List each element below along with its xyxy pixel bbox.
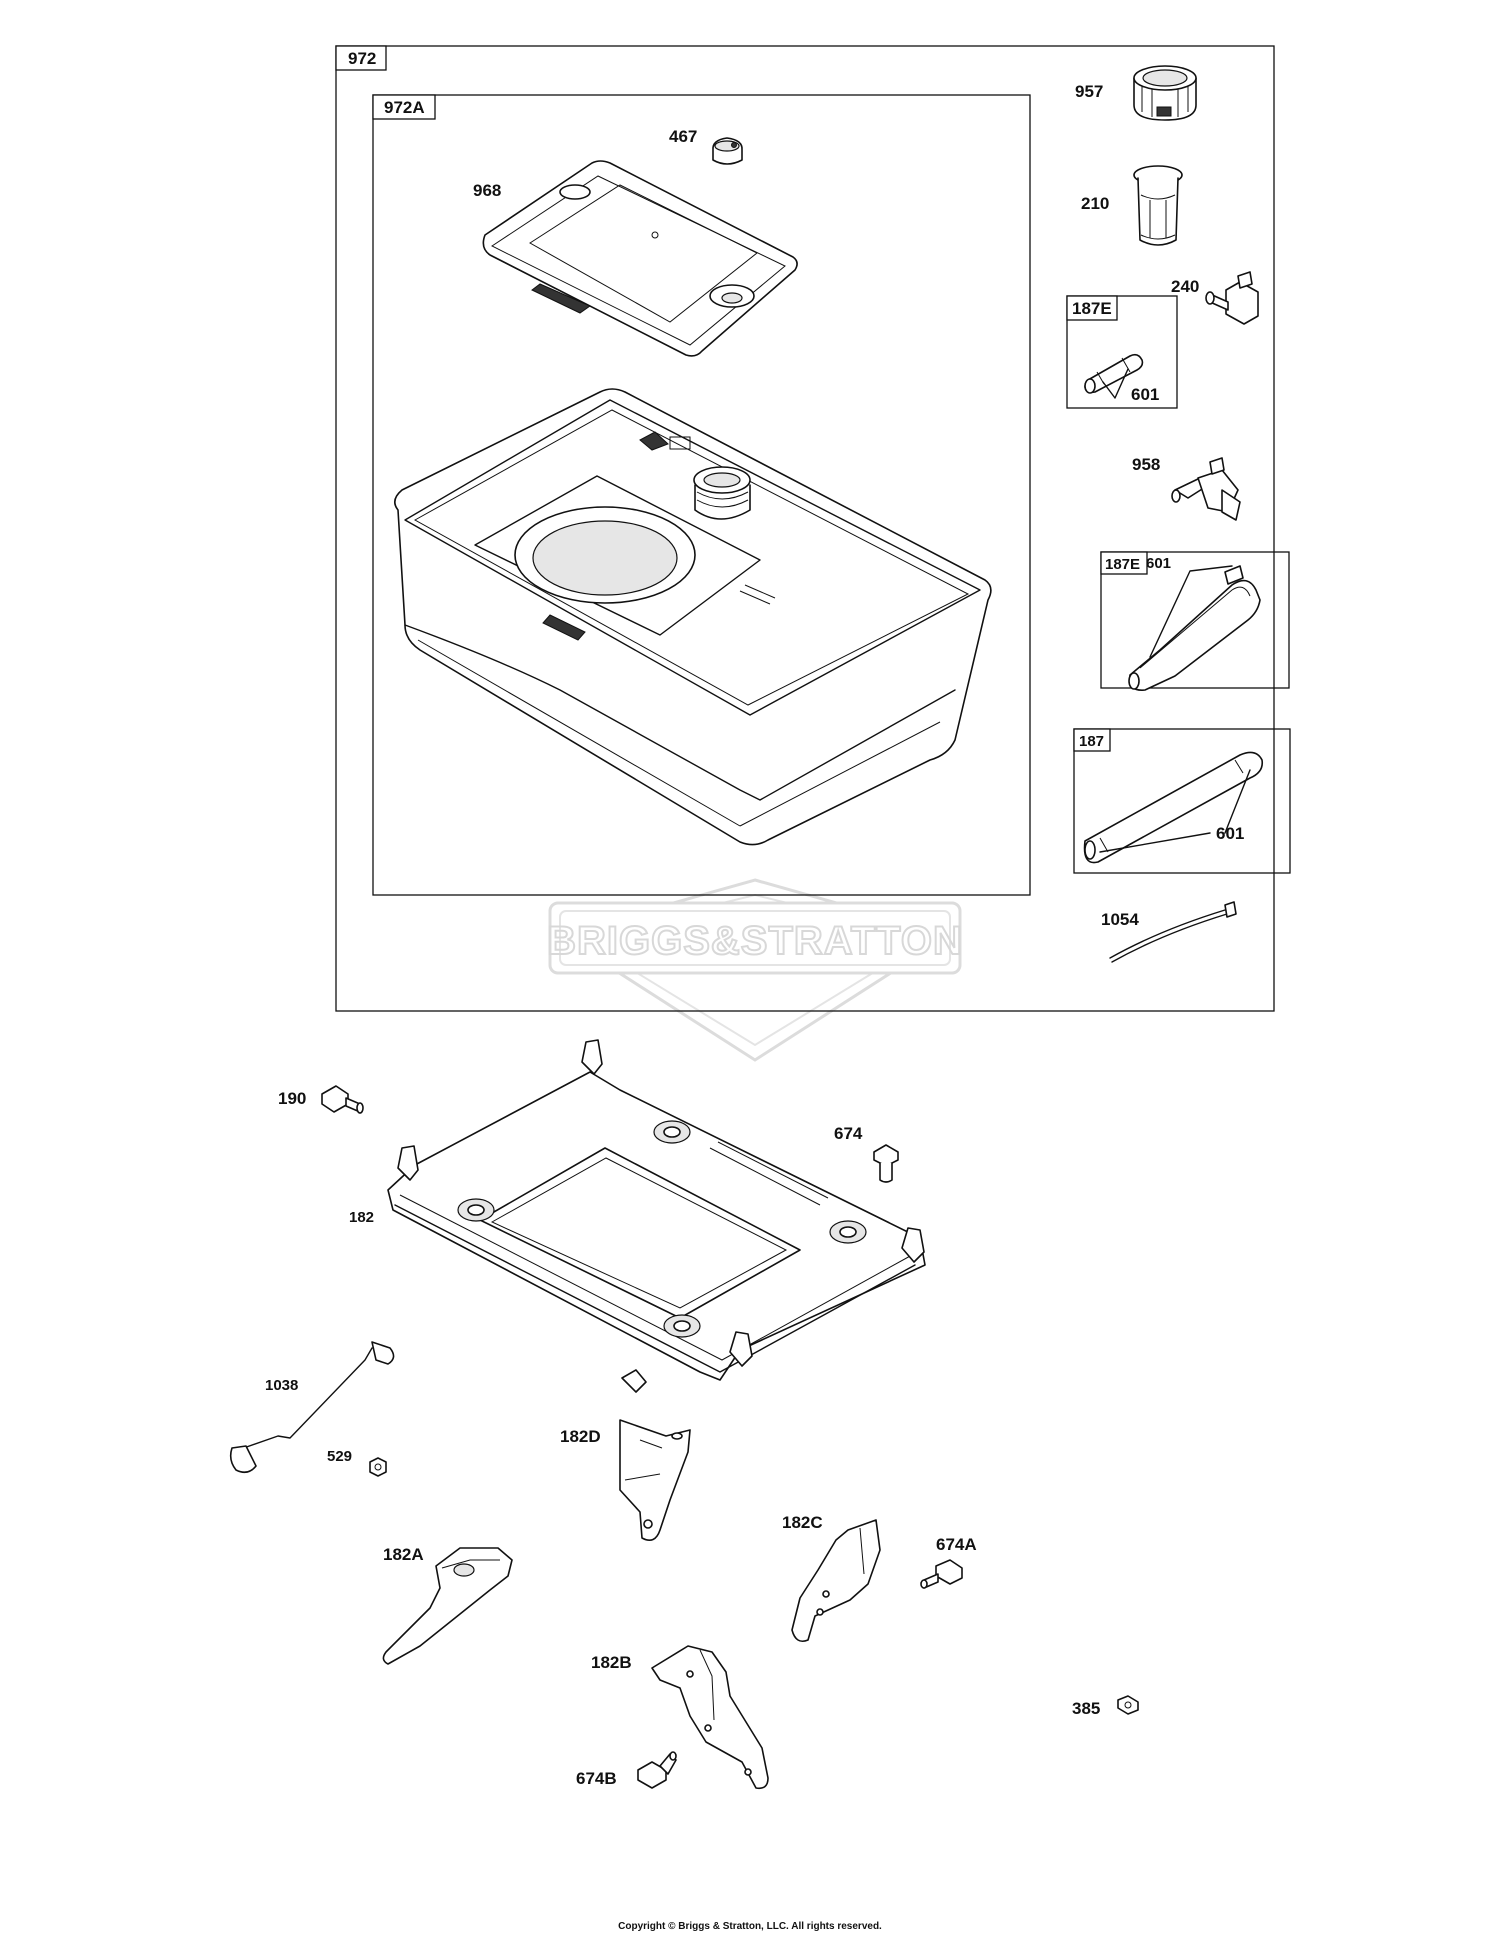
group-187-label: 187 <box>1079 733 1104 750</box>
label-529: 529 <box>327 1448 352 1465</box>
tank-cover-968 <box>482 160 798 357</box>
group-187-tab <box>1073 728 1111 752</box>
group-187e-mid-tab <box>1100 551 1148 575</box>
bracket-182b <box>651 1645 769 1790</box>
watermark-text: BRIGGS&STRATTON <box>547 919 963 963</box>
label-957: 957 <box>1075 82 1103 101</box>
label-182: 182 <box>349 1209 374 1226</box>
label-674a: 674A <box>936 1535 977 1554</box>
bracket-182d <box>619 1419 691 1541</box>
group-187e-top-box <box>1066 295 1178 409</box>
group-972a-box <box>372 94 1031 896</box>
label-182d: 182D <box>560 1427 601 1446</box>
cable-tie-1054 <box>1109 901 1237 963</box>
group-972a-tab <box>372 94 436 120</box>
nut-385 <box>1117 1695 1139 1715</box>
label-601-a: 601 <box>1131 385 1159 404</box>
bolt-674a <box>920 1559 963 1589</box>
label-968: 968 <box>473 181 501 200</box>
group-187e-top-label: 187E <box>1072 299 1112 318</box>
bolt-674b <box>637 1751 677 1789</box>
watermark-logo: BRIGGS&STRATTON <box>546 878 963 1062</box>
bracket-182a <box>382 1547 513 1665</box>
fuel-line-187 <box>1083 751 1264 864</box>
label-182b: 182B <box>591 1653 632 1672</box>
copyright-notice: Copyright © Briggs & Stratton, LLC. All … <box>618 1921 882 1932</box>
fuel-line-187e-mid <box>1128 565 1261 692</box>
group-972a-label: 972A <box>384 98 425 117</box>
shutoff-valve-240 <box>1205 271 1259 325</box>
label-1054: 1054 <box>1101 910 1139 929</box>
label-674b: 674B <box>576 1769 617 1788</box>
bolt-190 <box>321 1085 364 1114</box>
label-210: 210 <box>1081 194 1109 213</box>
label-601-c: 601 <box>1216 824 1244 843</box>
label-674: 674 <box>834 1124 863 1143</box>
group-187-box <box>1073 728 1291 874</box>
vent-knob-467 <box>712 137 743 165</box>
label-958: 958 <box>1132 455 1160 474</box>
shutoff-valve-958 <box>1171 457 1241 521</box>
mounting-frame-182 <box>387 1039 926 1393</box>
group-972-box <box>335 45 1275 1012</box>
bolt-674 <box>873 1144 899 1183</box>
fuel-strainer-210 <box>1133 165 1183 246</box>
label-467: 467 <box>669 127 697 146</box>
fuel-line-187e-top <box>1084 353 1144 399</box>
bracket-182c <box>791 1519 881 1643</box>
label-385: 385 <box>1072 1699 1100 1718</box>
control-rod-1038 <box>229 1341 395 1474</box>
nut-529 <box>369 1457 387 1477</box>
label-190: 190 <box>278 1089 306 1108</box>
group-972-tab <box>335 45 387 71</box>
label-1038: 1038 <box>265 1377 298 1394</box>
label-240: 240 <box>1171 277 1199 296</box>
label-182c: 182C <box>782 1513 823 1532</box>
group-187e-mid-label: 187E <box>1105 556 1140 573</box>
fuel-cap-957 <box>1133 65 1197 121</box>
group-972-label: 972 <box>348 49 376 68</box>
fuel-tank-972a <box>394 388 992 846</box>
group-187e-top-tab <box>1066 295 1118 321</box>
group-187e-mid-box <box>1100 551 1290 689</box>
label-182a: 182A <box>383 1545 424 1564</box>
label-601-b: 601 <box>1146 555 1171 572</box>
